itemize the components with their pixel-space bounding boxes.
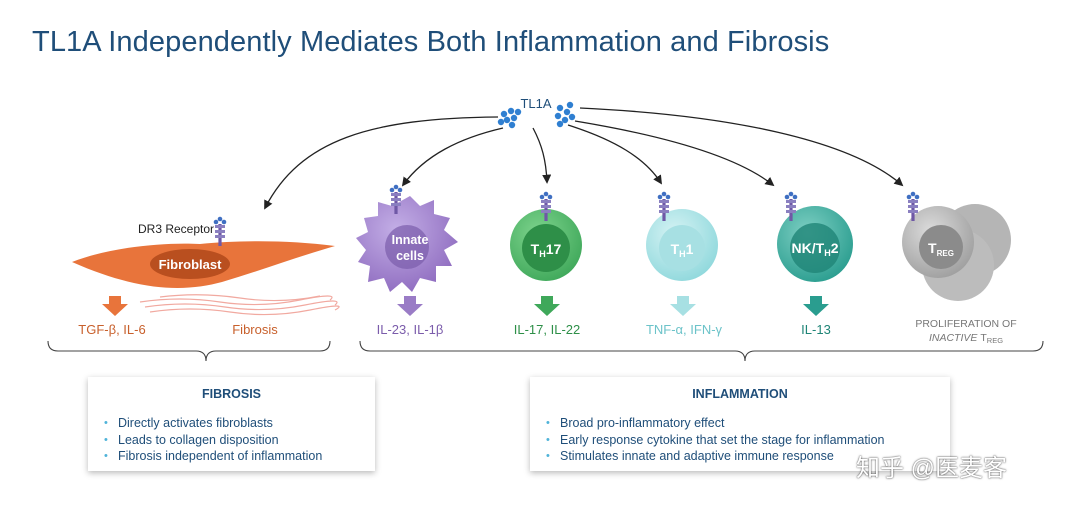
down-arrow-innate [397, 296, 423, 316]
inflammation-list-item: Stimulates innate and adaptive immune re… [546, 448, 950, 465]
down-arrow-th17 [534, 296, 560, 316]
fibrosis-output: Fibrosis [232, 322, 278, 337]
tl1a-label: TL1A [520, 96, 551, 111]
inflammation-list: Broad pro-inflammatory effect Early resp… [546, 415, 950, 465]
dr3-receptor-label: DR3 Receptor [138, 222, 214, 236]
collagen-fibers [139, 294, 340, 316]
fibrosis-brace [47, 340, 331, 362]
arrow-to-fibroblast [264, 116, 499, 210]
slide-title: TL1A Independently Mediates Both Inflamm… [32, 26, 830, 58]
inflammation-summary-box: INFLAMMATION Broad pro-inflammatory effe… [530, 377, 950, 471]
nk-th2-output: IL-13 [801, 322, 831, 337]
th17-label: TH17 [531, 241, 562, 259]
arrow-to-innate [401, 127, 504, 187]
fibrosis-heading: FIBROSIS [201, 387, 262, 401]
inflammation-heading: INFLAMMATION [692, 387, 788, 401]
dr3-receptor-icon [213, 216, 227, 246]
arrow-to-nk-th2 [574, 120, 775, 187]
fibrosis-list-item: Leads to collagen disposition [104, 432, 375, 449]
innate-output: IL-23, IL-1β [377, 322, 444, 337]
treg-label: TREG [928, 240, 954, 258]
fibroblast-output: TGF-β, IL-6 [78, 322, 145, 337]
arrow-to-th1 [567, 124, 662, 185]
fibrosis-summary-box: FIBROSIS Directly activates fibroblasts … [88, 377, 375, 471]
fibrosis-list: Directly activates fibroblasts Leads to … [104, 415, 375, 465]
down-arrow-th1 [670, 296, 696, 316]
down-arrow-fibroblast [102, 296, 128, 316]
tl1a-ligand-cluster-left [497, 107, 522, 129]
th1-label: TH1 [671, 241, 694, 259]
fibrosis-list-item: Fibrosis independent of inflammation [104, 448, 375, 465]
arrow-to-th17 [532, 127, 552, 184]
tl1a-ligand-cluster-right [554, 101, 576, 128]
fibroblast-nucleus [150, 249, 230, 279]
nk-th2-nucleus [790, 223, 840, 273]
inflammation-brace [359, 340, 1044, 362]
innate-label-line2: cells [396, 249, 424, 263]
arrow-to-treg [579, 107, 904, 187]
nk-th2-label: NK/TH2 [792, 240, 839, 258]
th17-output: IL-17, IL-22 [514, 322, 581, 337]
th1-nucleus [659, 225, 705, 271]
th17-nucleus [522, 224, 570, 272]
treg-output-line1: PROLIFERATION OF [915, 318, 1016, 330]
fibrosis-list-item: Directly activates fibroblasts [104, 415, 375, 432]
innate-nucleus [385, 225, 429, 269]
down-arrow-nk-th2 [803, 296, 829, 316]
treg-nucleus [919, 225, 963, 269]
fibroblast-label: Fibroblast [159, 257, 223, 272]
inflammation-list-item: Broad pro-inflammatory effect [546, 415, 950, 432]
th1-output: TNF-α, IFN-γ [646, 322, 723, 337]
watermark: 知乎 @医麦客 [856, 455, 1008, 482]
inflammation-list-item: Early response cytokine that set the sta… [546, 432, 950, 449]
innate-label-line1: Innate [392, 233, 429, 247]
